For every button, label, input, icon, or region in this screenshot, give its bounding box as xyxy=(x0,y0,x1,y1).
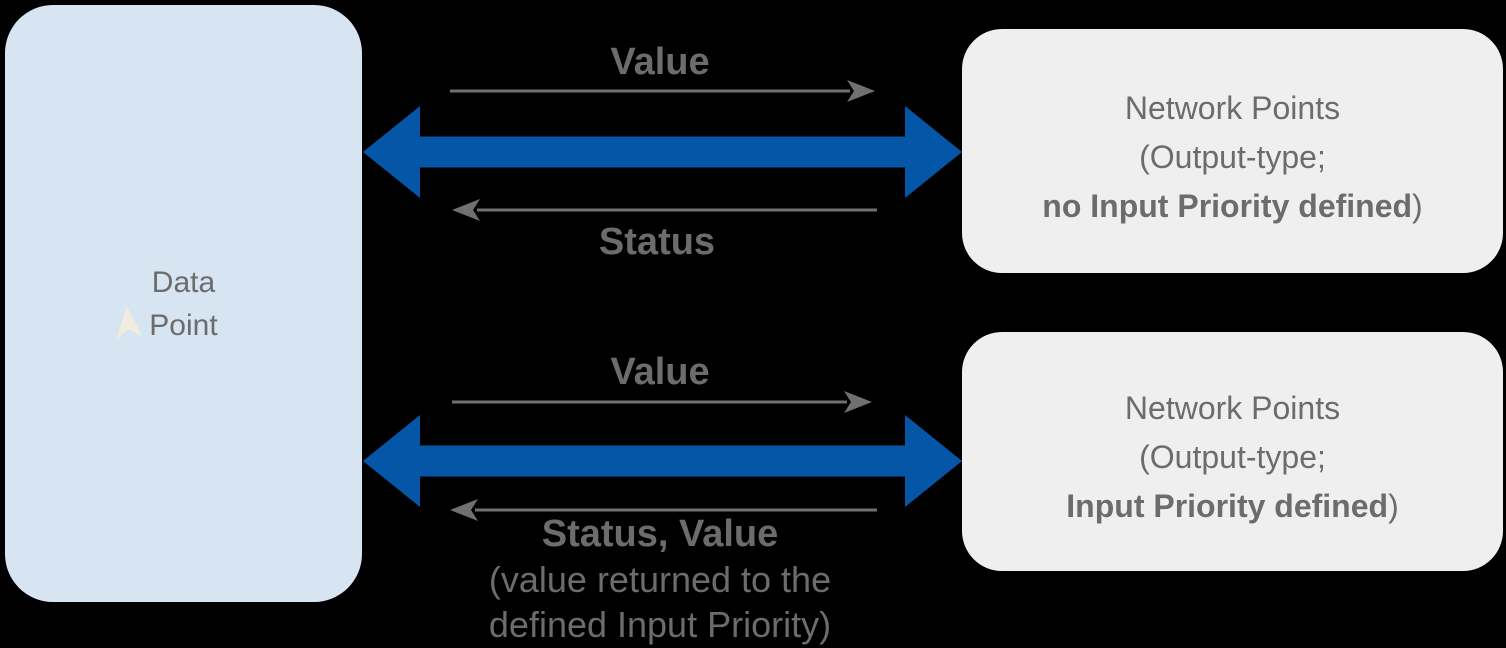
data-point-label-line1: Data xyxy=(151,265,216,299)
cursor-arrow-icon xyxy=(116,306,143,340)
data-point-label-line2: Point xyxy=(149,308,218,342)
bottom-status-value-arrow xyxy=(450,499,877,521)
bottom-status-value-label: Status, Value xyxy=(541,513,779,555)
network-points-line1: Network Points xyxy=(1124,89,1341,126)
bottom-return-note: Status, Value (value returned to the def… xyxy=(489,512,831,647)
top-bidirectional-arrow xyxy=(363,106,962,198)
top-status-label: Status xyxy=(598,221,716,263)
network-points-priority-line1: Network Points xyxy=(1124,390,1341,426)
bottom-value-label: Value xyxy=(610,351,710,393)
network-points-line3-close: ) xyxy=(1412,187,1423,224)
top-status-arrow xyxy=(452,199,877,221)
network-points-priority-label: Network Points (Output-type; Input Prior… xyxy=(1066,372,1398,531)
network-points-line2: (Output-type; xyxy=(1139,138,1326,175)
top-value-label: Value xyxy=(610,41,710,83)
network-points-priority-line2: (Output-type; xyxy=(1139,439,1326,475)
network-points-priority-line3-close: ) xyxy=(1388,488,1399,524)
top-value-arrow xyxy=(450,80,875,102)
data-point-label: Data Point xyxy=(149,261,217,347)
bottom-value-arrow xyxy=(452,391,872,413)
network-points-no-priority-label: Network Points (Output-type; no Input Pr… xyxy=(1042,72,1422,231)
bottom-return-note-line1: (value returned to the xyxy=(488,559,832,600)
network-points-no-priority-box: Network Points (Output-type; no Input Pr… xyxy=(962,29,1503,273)
network-points-line3: no Input Priority defined) xyxy=(1042,182,1422,231)
data-point-box: Data Point xyxy=(5,5,362,602)
bottom-return-note-line2: defined Input Priority) xyxy=(488,604,832,645)
bottom-bidirectional-arrow xyxy=(363,415,962,507)
network-points-priority-line3-bold: Input Priority defined xyxy=(1066,488,1389,524)
network-points-priority-line3: Input Priority defined) xyxy=(1066,482,1398,531)
network-points-priority-box: Network Points (Output-type; Input Prior… xyxy=(962,332,1503,571)
network-points-line3-bold: no Input Priority defined xyxy=(1042,187,1413,224)
